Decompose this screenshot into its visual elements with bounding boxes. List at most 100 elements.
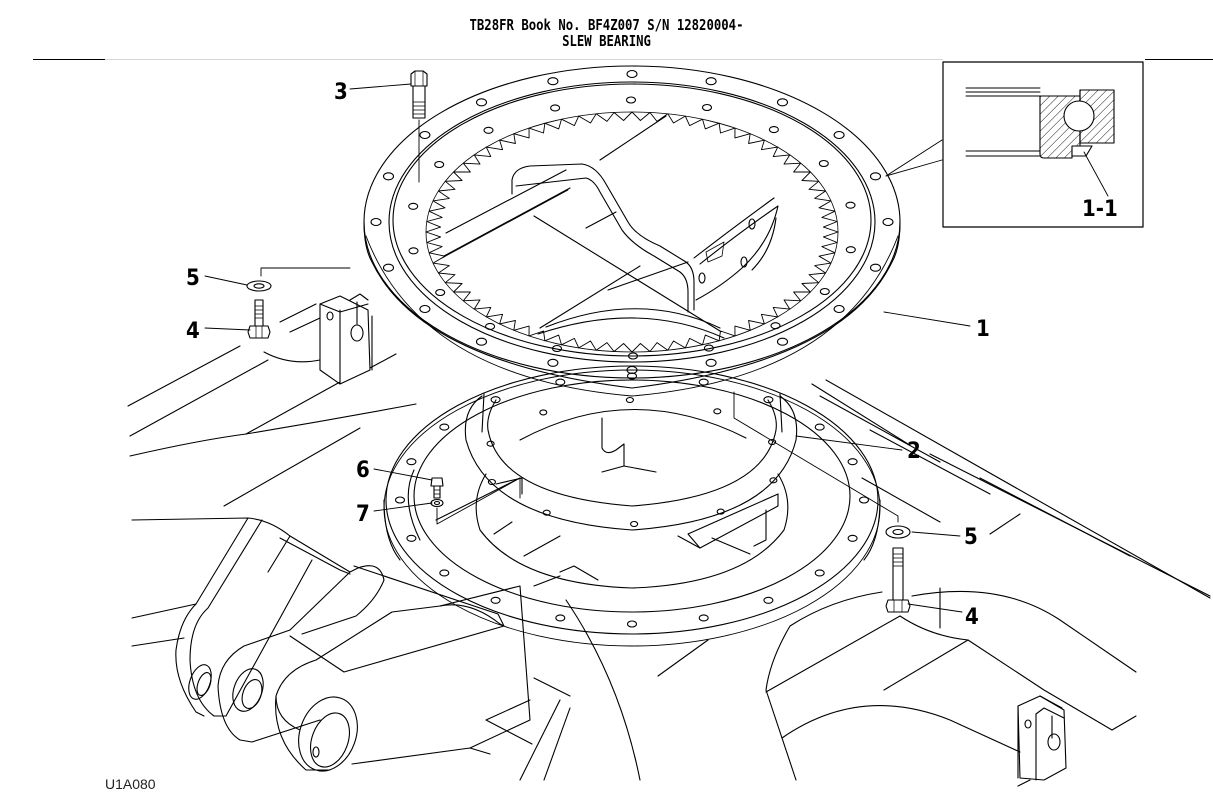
bolt-hole <box>419 130 431 140</box>
bolt-hole <box>703 344 714 352</box>
bolt-hole <box>833 304 845 314</box>
flange-hole <box>698 614 709 622</box>
callout-5-left: 5 <box>186 266 200 291</box>
flange-hole <box>763 596 774 604</box>
figure-id: U1A080 <box>105 776 156 792</box>
callout-6: 6 <box>356 458 370 483</box>
callout-7: 7 <box>356 502 370 527</box>
bolt-6 <box>430 477 444 499</box>
upper-frame-inner-structure <box>441 115 779 339</box>
bolt-hole <box>818 159 829 168</box>
page-header: TB28FR Book No. BF4Z007 S/N 12820004- SL… <box>0 18 1213 49</box>
bolt-hole <box>485 322 496 330</box>
flange-bolt-holes <box>394 372 870 628</box>
bolt-hole <box>382 172 395 181</box>
bolt-hole <box>776 98 789 107</box>
callout-5-right: 5 <box>964 525 978 550</box>
bolt-hole <box>551 344 563 353</box>
callout-4-top: 3 <box>334 80 348 105</box>
bolt-hole <box>705 358 717 367</box>
bolt-hole <box>705 77 717 86</box>
flange-hole <box>769 477 778 484</box>
flange-hole <box>713 408 722 415</box>
flange-hole <box>763 396 774 404</box>
bolt-hole <box>547 77 559 86</box>
bolt-hole <box>626 69 638 79</box>
washer-5-right <box>733 391 911 539</box>
bolt-4-left <box>247 299 271 339</box>
flange-hole <box>814 569 825 577</box>
flange-hole <box>406 458 417 466</box>
flange-hole <box>486 440 495 447</box>
flange-hole <box>555 614 566 622</box>
bolt-hole <box>776 337 789 346</box>
flange-hole <box>847 458 858 466</box>
flange-hole <box>847 534 858 542</box>
flange-hole <box>394 496 406 504</box>
bolt-hole <box>475 337 488 346</box>
bolt-hole <box>408 247 419 255</box>
right-lower-frame <box>765 587 1137 787</box>
header-rule-left-dark <box>33 59 105 60</box>
flange-hole <box>406 534 417 542</box>
slew-bearing <box>363 65 901 397</box>
flange-hole <box>439 423 450 431</box>
header-rule <box>105 59 943 60</box>
flange-hole <box>626 372 638 380</box>
washer-7 <box>430 477 521 525</box>
flange-hole <box>490 396 501 404</box>
callout-1-1: 1-1 <box>1082 197 1118 222</box>
flange-hole <box>858 496 870 504</box>
flange-hole <box>630 520 639 528</box>
flange-hole <box>716 508 725 515</box>
bolt-3 <box>885 547 911 613</box>
lower-frame <box>127 345 1211 781</box>
callout-1: 1 <box>976 317 990 342</box>
bolt-hole <box>475 98 488 107</box>
bolt-hole <box>845 201 856 209</box>
bolt-hole <box>419 304 431 314</box>
washer-5-left <box>246 267 351 292</box>
bearing-bolt-holes <box>370 69 894 375</box>
bolt-hole <box>770 322 781 330</box>
callout-3: 4 <box>965 605 979 630</box>
flange-hole <box>698 378 709 386</box>
bolt-hole <box>882 217 894 227</box>
bolt-4-top <box>410 70 428 183</box>
bolt-hole <box>483 126 494 134</box>
bolt-hole <box>435 288 446 297</box>
diagram-title: SLEW BEARING <box>562 32 651 50</box>
callout-4-left: 4 <box>186 319 200 344</box>
bolt-hole <box>550 104 561 112</box>
bolt-hole <box>869 172 882 181</box>
flange-hole <box>814 423 825 431</box>
flange-hole <box>626 620 638 628</box>
callout-labels: 3 5 4 1 1-1 2 6 7 5 4 <box>186 80 1118 630</box>
bolt-hole <box>382 263 395 272</box>
flange-hole <box>439 569 450 577</box>
bolt-hole <box>845 246 856 254</box>
bolt-hole <box>833 130 845 140</box>
detail-inset <box>942 61 1144 228</box>
bolt-hole <box>869 263 882 272</box>
bolt-hole <box>370 217 382 227</box>
flange-hole <box>555 378 566 386</box>
flange-hole <box>539 409 548 416</box>
bolt-hole <box>547 358 559 367</box>
leader-lines <box>204 83 971 613</box>
bolt-hole <box>701 103 713 112</box>
flange-hole <box>490 596 501 604</box>
bolt-hole <box>434 160 445 169</box>
flange-hole <box>487 478 496 486</box>
flange-hole <box>542 509 551 516</box>
bolt-hole <box>819 287 830 296</box>
header-rule-right <box>1145 59 1213 60</box>
book-info: TB28FR Book No. BF4Z007 S/N 12820004- <box>469 16 744 34</box>
bolt-hole <box>625 96 637 104</box>
callout-2: 2 <box>907 439 921 464</box>
flange-hole <box>768 438 777 446</box>
bolt-hole <box>627 352 639 360</box>
flange-hole <box>625 396 634 404</box>
mounting-flange <box>383 365 881 647</box>
